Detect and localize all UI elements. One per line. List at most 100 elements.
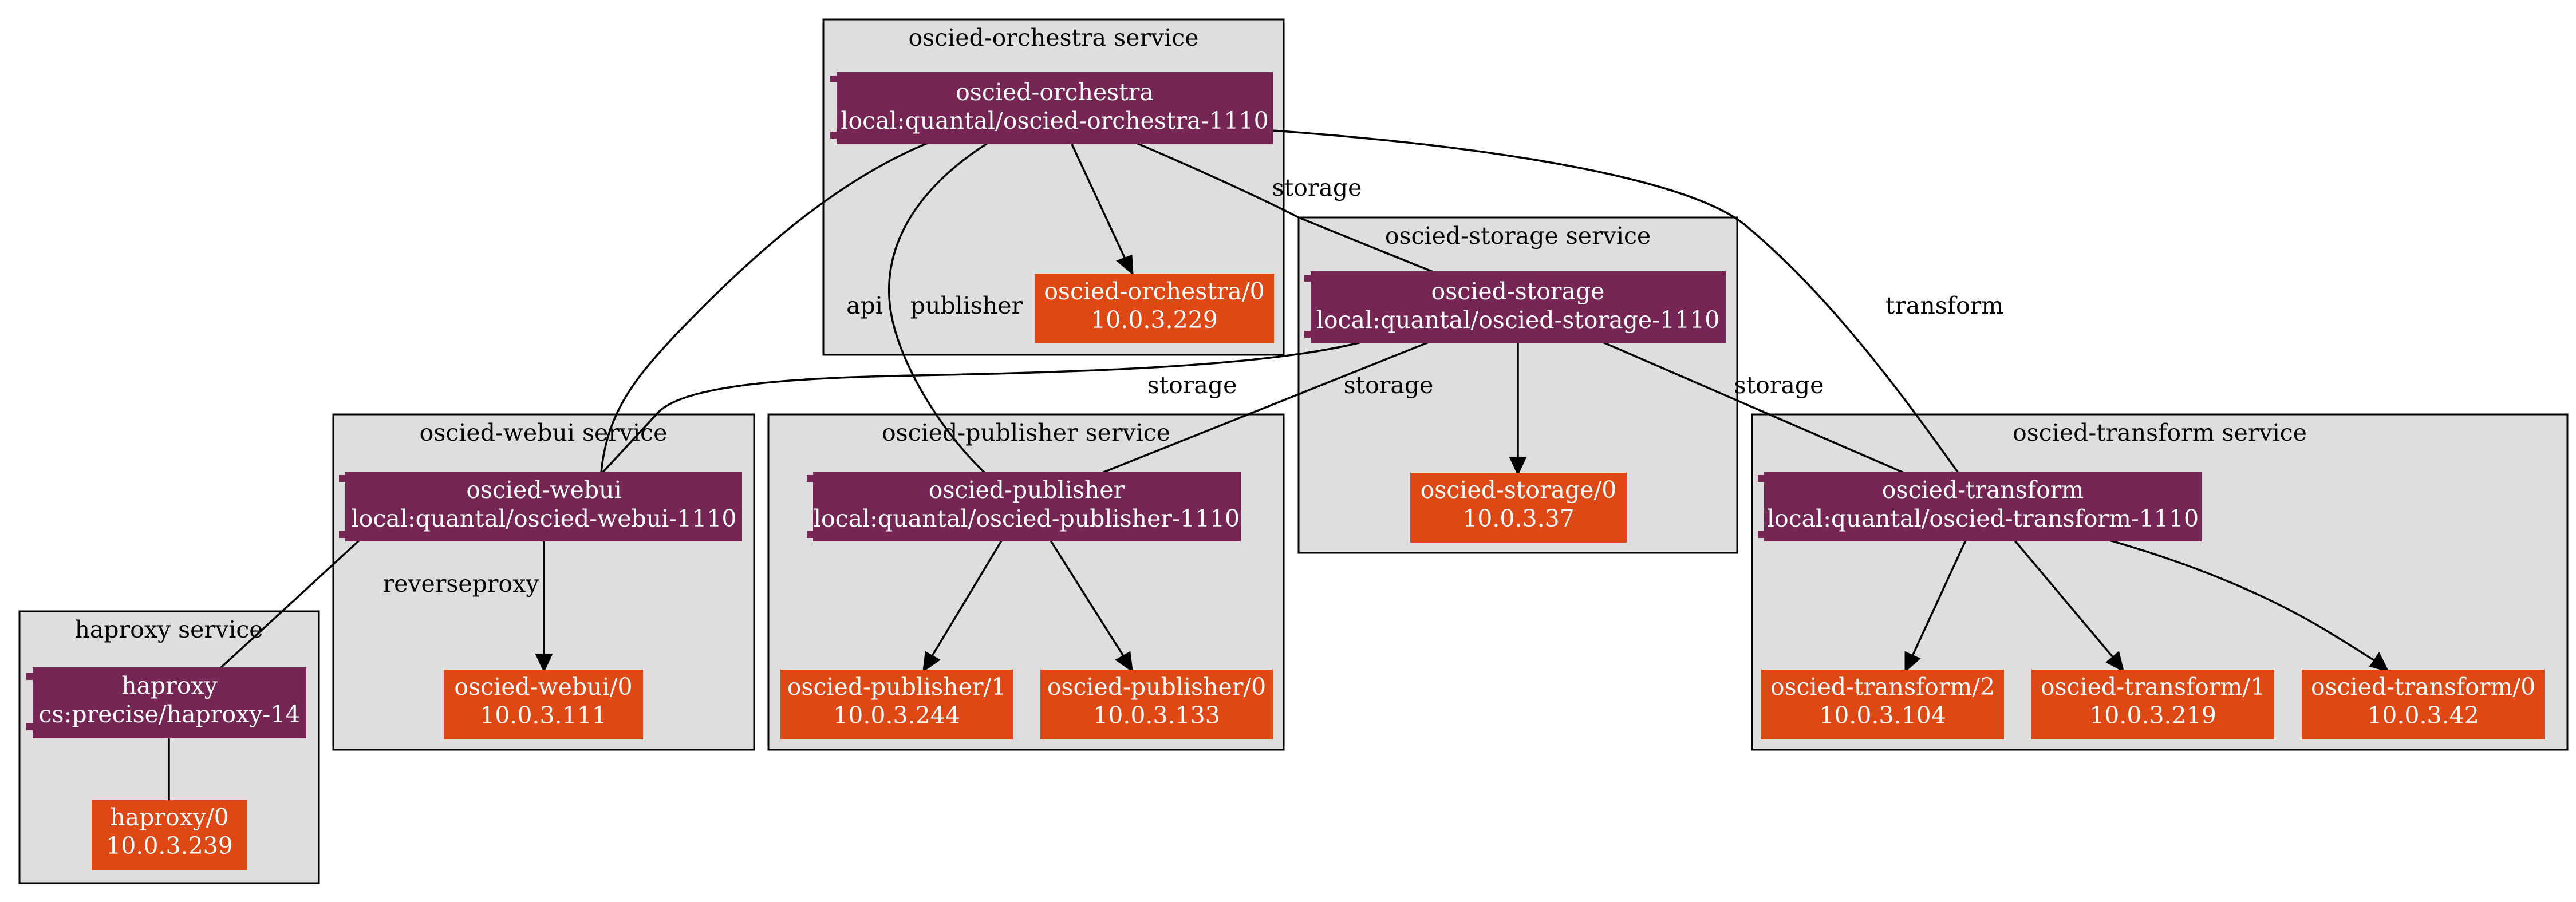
charm-orchestra-name: oscied-orchestra	[956, 78, 1154, 106]
unit-name: oscied-publisher/1	[787, 673, 1007, 701]
unit-orchestra-0-box	[1035, 274, 1274, 343]
unit-name: oscied-webui/0	[454, 673, 632, 701]
arrowhead-transform-unit1	[2105, 651, 2125, 672]
charm-storage-box	[1311, 271, 1726, 343]
label-orchestra-webui: api	[846, 292, 883, 319]
unit-storage-0-box	[1410, 473, 1627, 543]
charm-tab	[830, 132, 838, 139]
unit-transform-2: oscied-transform/2 10.0.3.104	[1761, 670, 2004, 739]
cluster-transform-title: oscied-transform service	[2013, 419, 2307, 446]
unit-haproxy-0: haproxy/0 10.0.3.239	[92, 800, 247, 870]
arrow-transform-unit0	[2101, 537, 2377, 663]
unit-transform-2-box	[1761, 670, 2004, 739]
edge-storage-transform	[1600, 340, 1904, 474]
unit-publisher-0-box	[1040, 670, 1273, 739]
arrow-publisher-unit1	[931, 537, 1004, 656]
charm-haproxy-name: haproxy	[121, 672, 218, 699]
charm-publisher: oscied-publisher local:quantal/oscied-pu…	[807, 472, 1241, 541]
unit-transform-1: oscied-transform/1 10.0.3.219	[2031, 670, 2274, 739]
arrowhead-publisher-unit1	[922, 651, 941, 673]
charm-haproxy-box	[33, 667, 306, 738]
cluster-storage-title: oscied-storage service	[1385, 222, 1651, 250]
label-webui-haproxy: reverseproxy	[382, 570, 539, 598]
arrow-transform-unit1	[2011, 537, 2114, 658]
unit-transform-0: oscied-transform/0 10.0.3.42	[2302, 670, 2545, 739]
edge-storage-webui	[601, 340, 1366, 474]
charm-tab	[807, 531, 815, 538]
charm-storage-name: oscied-storage	[1431, 278, 1605, 305]
unit-ip: 10.0.3.111	[480, 702, 607, 729]
unit-ip: 10.0.3.229	[1091, 306, 1218, 334]
charm-webui-box	[345, 472, 742, 541]
arrow-transform-unit2	[1911, 537, 1968, 656]
edge-orchestra-transform	[1272, 129, 1959, 474]
unit-ip: 10.0.3.219	[2089, 702, 2216, 729]
charm-transform-name: oscied-transform	[1882, 476, 2084, 504]
unit-name: oscied-publisher/0	[1047, 673, 1267, 701]
charm-tab	[1304, 331, 1312, 338]
charm-tab	[26, 673, 34, 680]
unit-publisher-1-box	[780, 670, 1013, 739]
edge-orchestra-publisher	[887, 142, 988, 474]
unit-transform-1-box	[2031, 670, 2274, 739]
unit-storage-0: oscied-storage/0 10.0.3.37	[1410, 473, 1627, 543]
edge-storage-publisher	[1102, 340, 1432, 474]
unit-name: oscied-transform/1	[2041, 673, 2265, 701]
arrow-orchestra-unit0	[1071, 144, 1126, 259]
label-storage-webui: storage	[1147, 371, 1237, 399]
charm-tab	[830, 76, 838, 82]
charm-tab	[1758, 475, 1766, 482]
unit-publisher-0: oscied-publisher/0 10.0.3.133	[1040, 670, 1273, 739]
charm-tab	[1758, 531, 1766, 538]
charm-orchestra-box	[837, 72, 1273, 144]
charm-transform-source: local:quantal/oscied-transform-1110	[1767, 505, 2199, 532]
label-orchestra-storage: storage	[1272, 174, 1362, 201]
charm-tab	[807, 475, 815, 482]
unit-orchestra-0: oscied-orchestra/0 10.0.3.229	[1035, 274, 1274, 343]
unit-webui-0: oscied-webui/0 10.0.3.111	[444, 670, 643, 739]
relation-labels: storage transform api publisher storage …	[382, 174, 2003, 598]
unit-publisher-1: oscied-publisher/1 10.0.3.244	[780, 670, 1013, 739]
charm-webui-source: local:quantal/oscied-webui-1110	[352, 505, 737, 532]
cluster-orchestra-title: oscied-orchestra service	[908, 24, 1198, 52]
unit-ip: 10.0.3.37	[1462, 505, 1575, 532]
edge-orchestra-webui	[600, 142, 928, 473]
relation-edges	[218, 129, 1959, 671]
unit-name: oscied-storage/0	[1421, 476, 1617, 504]
charm-webui: oscied-webui local:quantal/oscied-webui-…	[339, 472, 742, 541]
charm-orchestra: oscied-orchestra local:quantal/oscied-or…	[830, 72, 1273, 144]
unit-name: oscied-transform/0	[2311, 673, 2535, 701]
cluster-webui-title: oscied-webui service	[420, 419, 668, 446]
unit-transform-0-box	[2302, 670, 2545, 739]
unit-webui-0-box	[444, 670, 643, 739]
charm-publisher-name: oscied-publisher	[929, 476, 1125, 504]
unit-ip: 10.0.3.104	[1819, 702, 1946, 729]
arrow-publisher-unit0	[1048, 537, 1125, 656]
arrowhead-transform-unit2	[1904, 651, 1921, 673]
unit-name: haproxy/0	[110, 804, 229, 831]
arrowhead-publisher-unit0	[1115, 651, 1133, 673]
arrowhead-storage-unit0	[1509, 457, 1527, 476]
charm-webui-name: oscied-webui	[466, 476, 621, 504]
charm-orchestra-source: local:quantal/oscied-orchestra-1110	[841, 107, 1268, 134]
arrowhead-orchestra-unit0	[1116, 254, 1134, 276]
cluster-haproxy-title: haproxy service	[74, 616, 263, 643]
charm-haproxy-source: cs:precise/haproxy-14	[39, 701, 301, 728]
unit-name: oscied-transform/2	[1770, 673, 1995, 701]
charm-haproxy: haproxy cs:precise/haproxy-14	[26, 667, 306, 738]
label-storage-transform: storage	[1734, 371, 1824, 399]
unit-name: oscied-orchestra/0	[1044, 278, 1265, 305]
charm-publisher-box	[813, 472, 1241, 541]
label-orchestra-transform: transform	[1885, 292, 2003, 319]
charm-transform: oscied-transform local:quantal/oscied-tr…	[1758, 472, 2202, 541]
charm-tab	[339, 475, 347, 482]
unit-ip: 10.0.3.42	[2367, 702, 2479, 729]
charm-tab	[339, 531, 347, 538]
arrowhead-webui-unit0	[535, 654, 553, 673]
unit-haproxy-0-box	[92, 800, 247, 870]
charm-storage: oscied-storage local:quantal/oscied-stor…	[1304, 271, 1726, 343]
charm-publisher-source: local:quantal/oscied-publisher-1110	[814, 505, 1240, 532]
charm-tab	[1304, 275, 1312, 282]
arrowhead-transform-unit0	[2369, 652, 2389, 672]
